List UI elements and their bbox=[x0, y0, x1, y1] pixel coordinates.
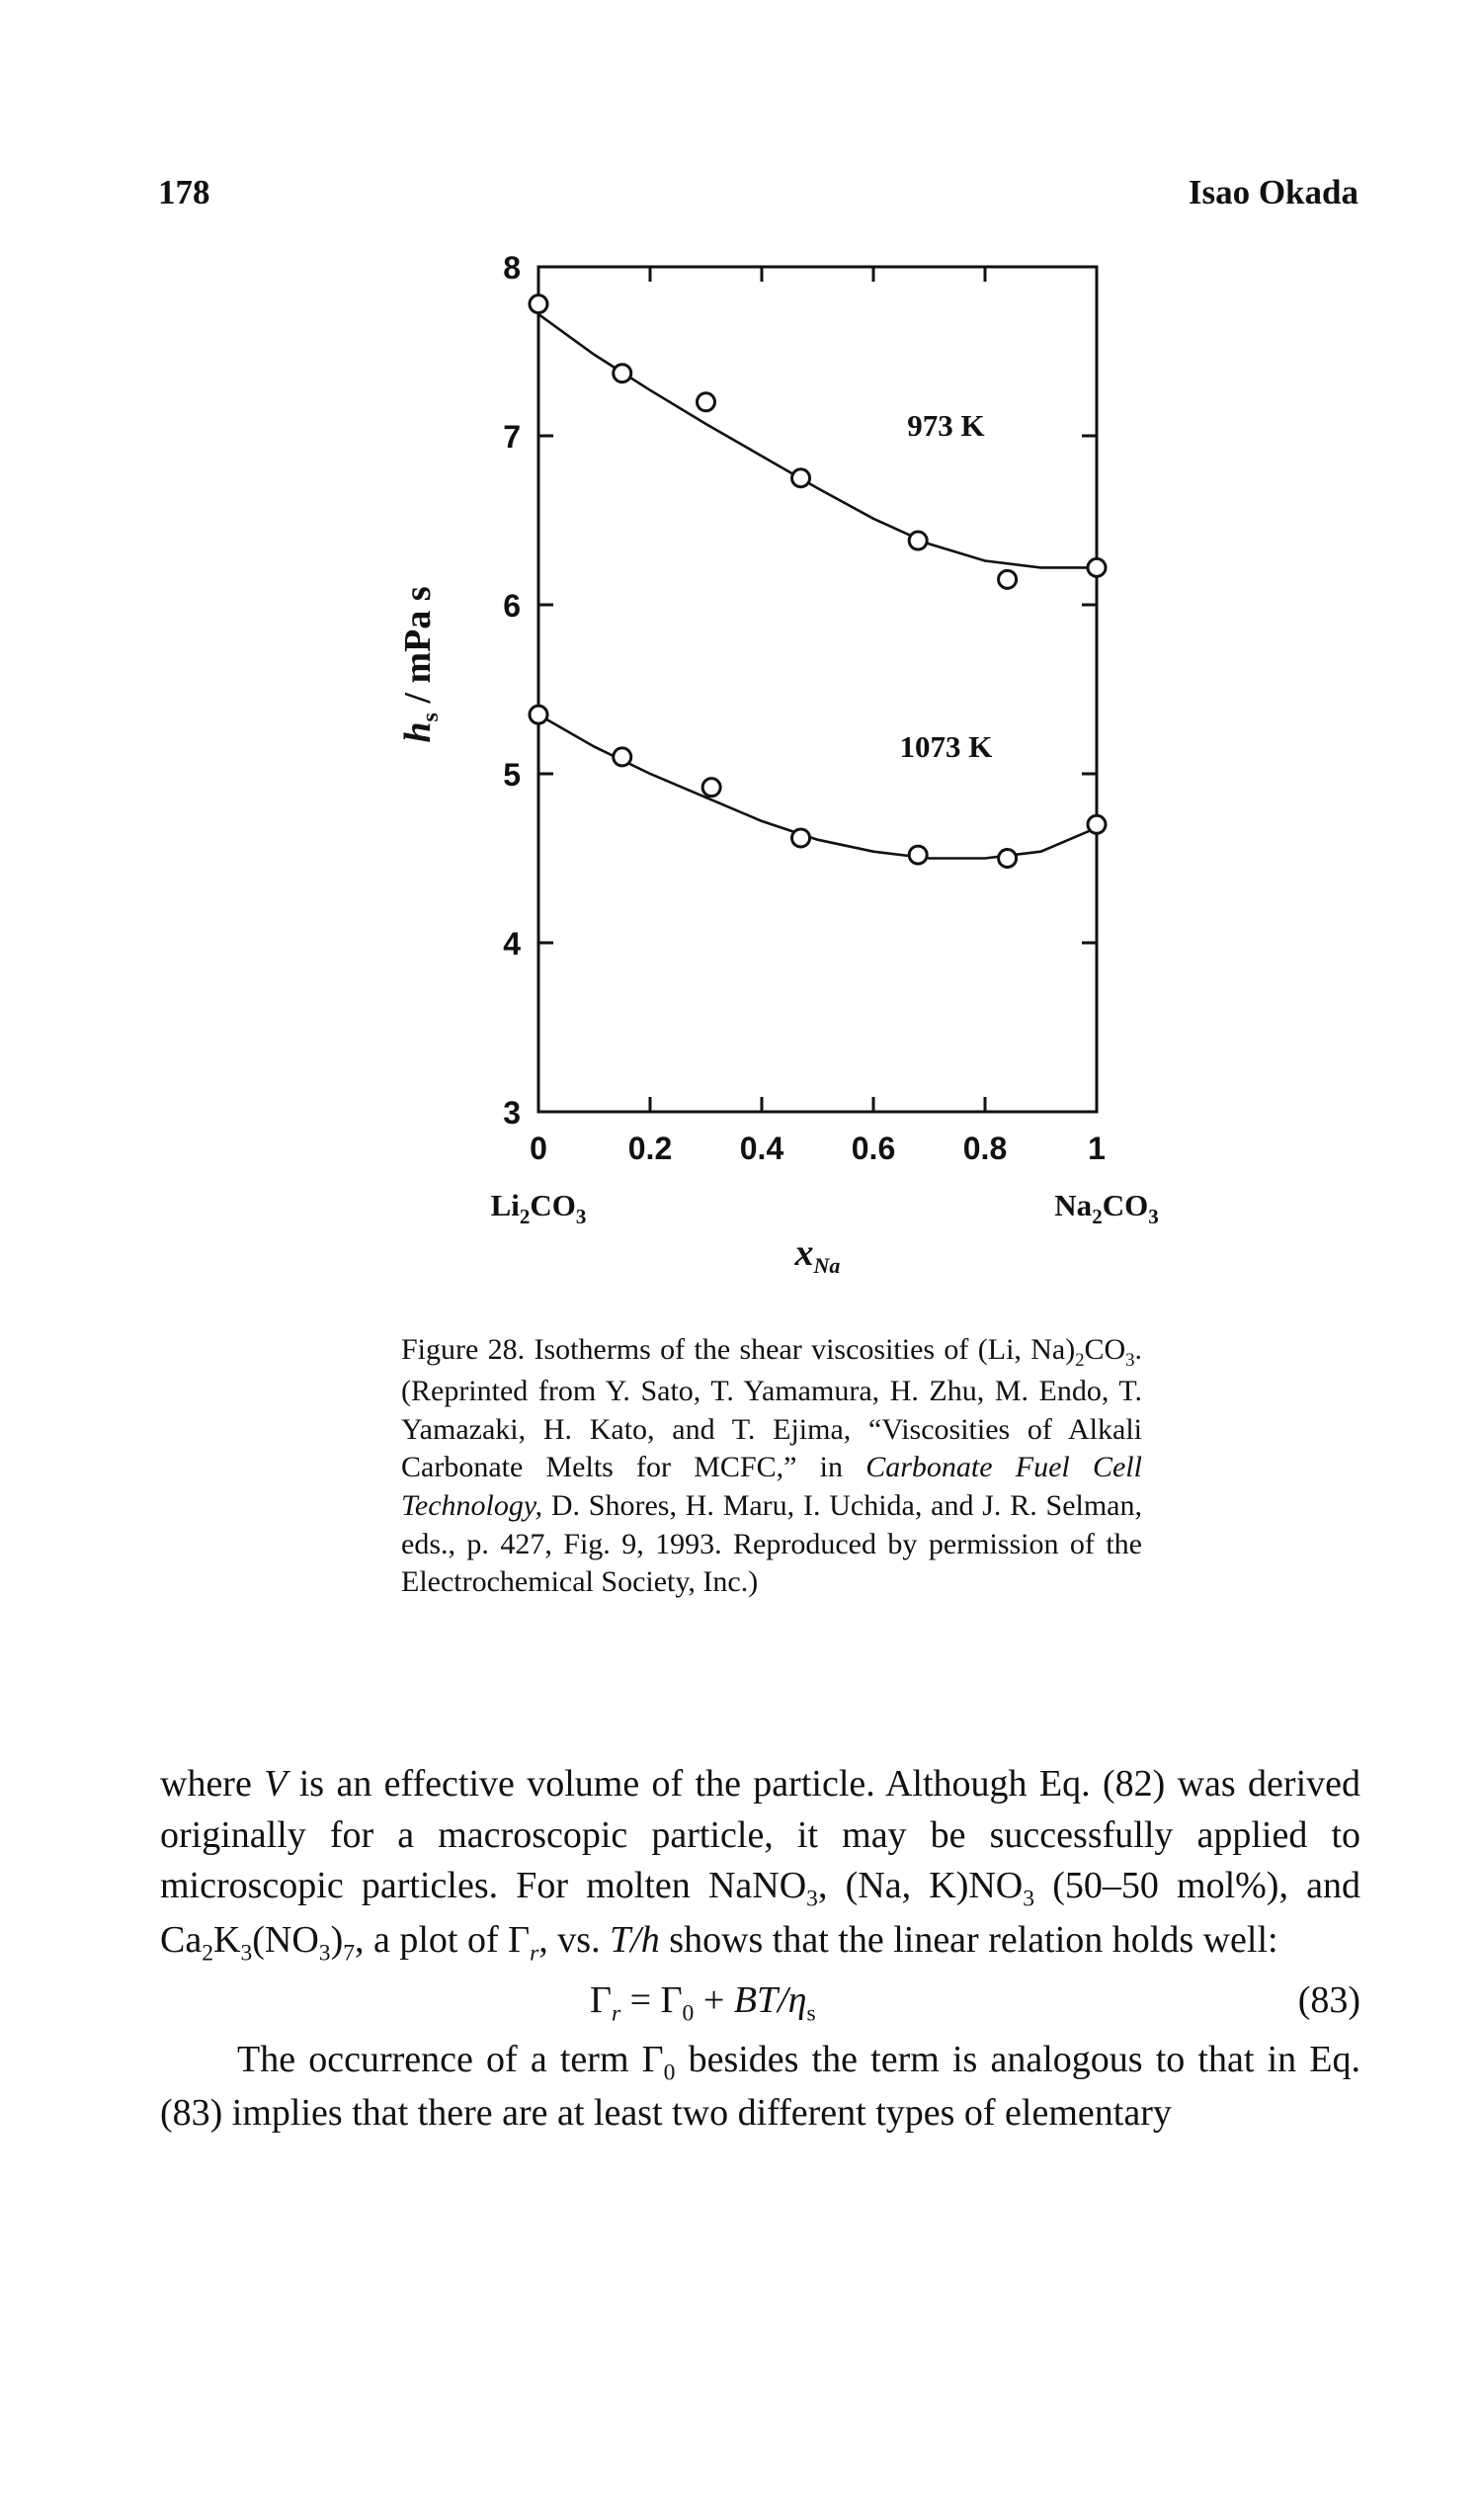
caption-text: Figure 28. Isotherms of the shear viscos… bbox=[401, 1333, 1076, 1366]
text: (50–50 mol%), and Ca bbox=[160, 1865, 1360, 1961]
data-point bbox=[907, 844, 929, 866]
data-point bbox=[612, 746, 633, 768]
x-tick-label: 0.4 bbox=[740, 1131, 784, 1166]
series-label: 1073 K bbox=[900, 729, 993, 764]
data-point bbox=[1086, 813, 1108, 835]
text: shows that the linear relation holds wel… bbox=[659, 1918, 1278, 1961]
sub: 2 bbox=[202, 1940, 213, 1967]
text: (NO bbox=[252, 1918, 319, 1961]
text: The occurrence of a term Γ bbox=[237, 2038, 664, 2080]
caption-text: CO bbox=[1084, 1333, 1126, 1366]
x-axis-label: xNa bbox=[794, 1232, 841, 1278]
running-header-author: Isao Okada bbox=[1188, 173, 1358, 211]
y-axis-label: hs / mPa s bbox=[397, 586, 444, 742]
data-point bbox=[528, 294, 549, 315]
caption-sub: 2 bbox=[1075, 1350, 1085, 1371]
text: , a plot of Γ bbox=[355, 1918, 531, 1961]
equation: Γr = Γ0 + BT/ηs bbox=[590, 1975, 816, 2030]
data-point bbox=[696, 391, 716, 413]
text: ) bbox=[330, 1918, 344, 1961]
y-tick-label: 6 bbox=[503, 588, 521, 624]
symbol-v: V bbox=[264, 1763, 288, 1805]
paragraph: The occurrence of a term Γ0 besides the … bbox=[160, 2035, 1360, 2140]
x-tick-label: 0.8 bbox=[963, 1131, 1007, 1166]
caption-sub: 3 bbox=[1125, 1350, 1135, 1371]
data-point bbox=[790, 827, 812, 849]
sub: 3 bbox=[318, 1940, 331, 1967]
x-end-label-right: Na2CO3 bbox=[1054, 1188, 1158, 1228]
eq-part: = Γ bbox=[620, 1978, 683, 2021]
text: is an effective volume of the particle. … bbox=[160, 1763, 1360, 1907]
caption-book-title: Carbonate Fuel Cell Technology, bbox=[401, 1451, 1142, 1523]
equation-number: (83) bbox=[1297, 1978, 1360, 2021]
eq-sub: 0 bbox=[682, 2000, 695, 2027]
x-tick-label: 0.6 bbox=[852, 1131, 895, 1166]
text: , (Na, K)NO bbox=[817, 1865, 1024, 1907]
text: K bbox=[213, 1918, 241, 1961]
x-tick-label: 0.2 bbox=[628, 1131, 672, 1166]
data-point bbox=[700, 777, 722, 798]
series-line bbox=[537, 312, 1097, 569]
sub: 3 bbox=[806, 1886, 818, 1912]
data-point bbox=[997, 848, 1019, 869]
x-tick-label: 0 bbox=[530, 1131, 547, 1166]
y-tick-label: 4 bbox=[503, 926, 521, 962]
data-point bbox=[907, 530, 929, 551]
eq-sub: r bbox=[611, 2000, 621, 2027]
sub: 3 bbox=[1023, 1886, 1035, 1912]
sub: 0 bbox=[663, 2059, 676, 2086]
paragraph: where V is an effective volume of the pa… bbox=[160, 1759, 1360, 1970]
text: where bbox=[160, 1763, 265, 1805]
eq-part: + bbox=[694, 1978, 734, 2021]
equation-83: Γr = Γ0 + BT/ηs (83) bbox=[160, 1975, 1360, 2033]
series-label: 973 K bbox=[907, 408, 984, 443]
data-point bbox=[528, 704, 549, 725]
y-tick-label: 8 bbox=[503, 250, 521, 286]
eq-part: BT/η bbox=[733, 1978, 807, 2021]
sub: 7 bbox=[343, 1940, 355, 1967]
y-tick-label: 5 bbox=[503, 757, 521, 793]
page-number: 178 bbox=[158, 173, 210, 211]
symbol-th: T/h bbox=[610, 1918, 660, 1961]
body-text: where V is an effective volume of the pa… bbox=[160, 1759, 1360, 2140]
series-line bbox=[537, 714, 1098, 860]
eq-part: Γ bbox=[590, 1978, 612, 2021]
figure-caption: Figure 28. Isotherms of the shear viscos… bbox=[401, 1331, 1142, 1602]
data-point bbox=[612, 363, 633, 384]
plot-frame bbox=[536, 265, 1099, 1114]
text: , vs. bbox=[538, 1918, 611, 1961]
x-end-label-left: Li2CO3 bbox=[491, 1188, 587, 1228]
text: besides the term is analogous to that in… bbox=[160, 2038, 1360, 2135]
eq-sub: s bbox=[806, 2000, 816, 2027]
sub: 3 bbox=[240, 1940, 253, 1967]
data-point bbox=[1086, 556, 1108, 578]
caption-text: D. Shores, H. Maru, I. Uchida, and J. R.… bbox=[401, 1489, 1142, 1599]
y-tick-label: 3 bbox=[503, 1095, 521, 1131]
data-point bbox=[790, 467, 812, 489]
x-tick-label: 1 bbox=[1088, 1131, 1106, 1166]
caption-text: . (Reprinted from Y. Sato, T. Yamamura, … bbox=[401, 1333, 1142, 1484]
sub: r bbox=[530, 1940, 539, 1967]
y-axis-label-group: hs / mPa s bbox=[397, 586, 444, 742]
data-point bbox=[997, 568, 1019, 590]
y-tick-label: 7 bbox=[503, 419, 521, 455]
